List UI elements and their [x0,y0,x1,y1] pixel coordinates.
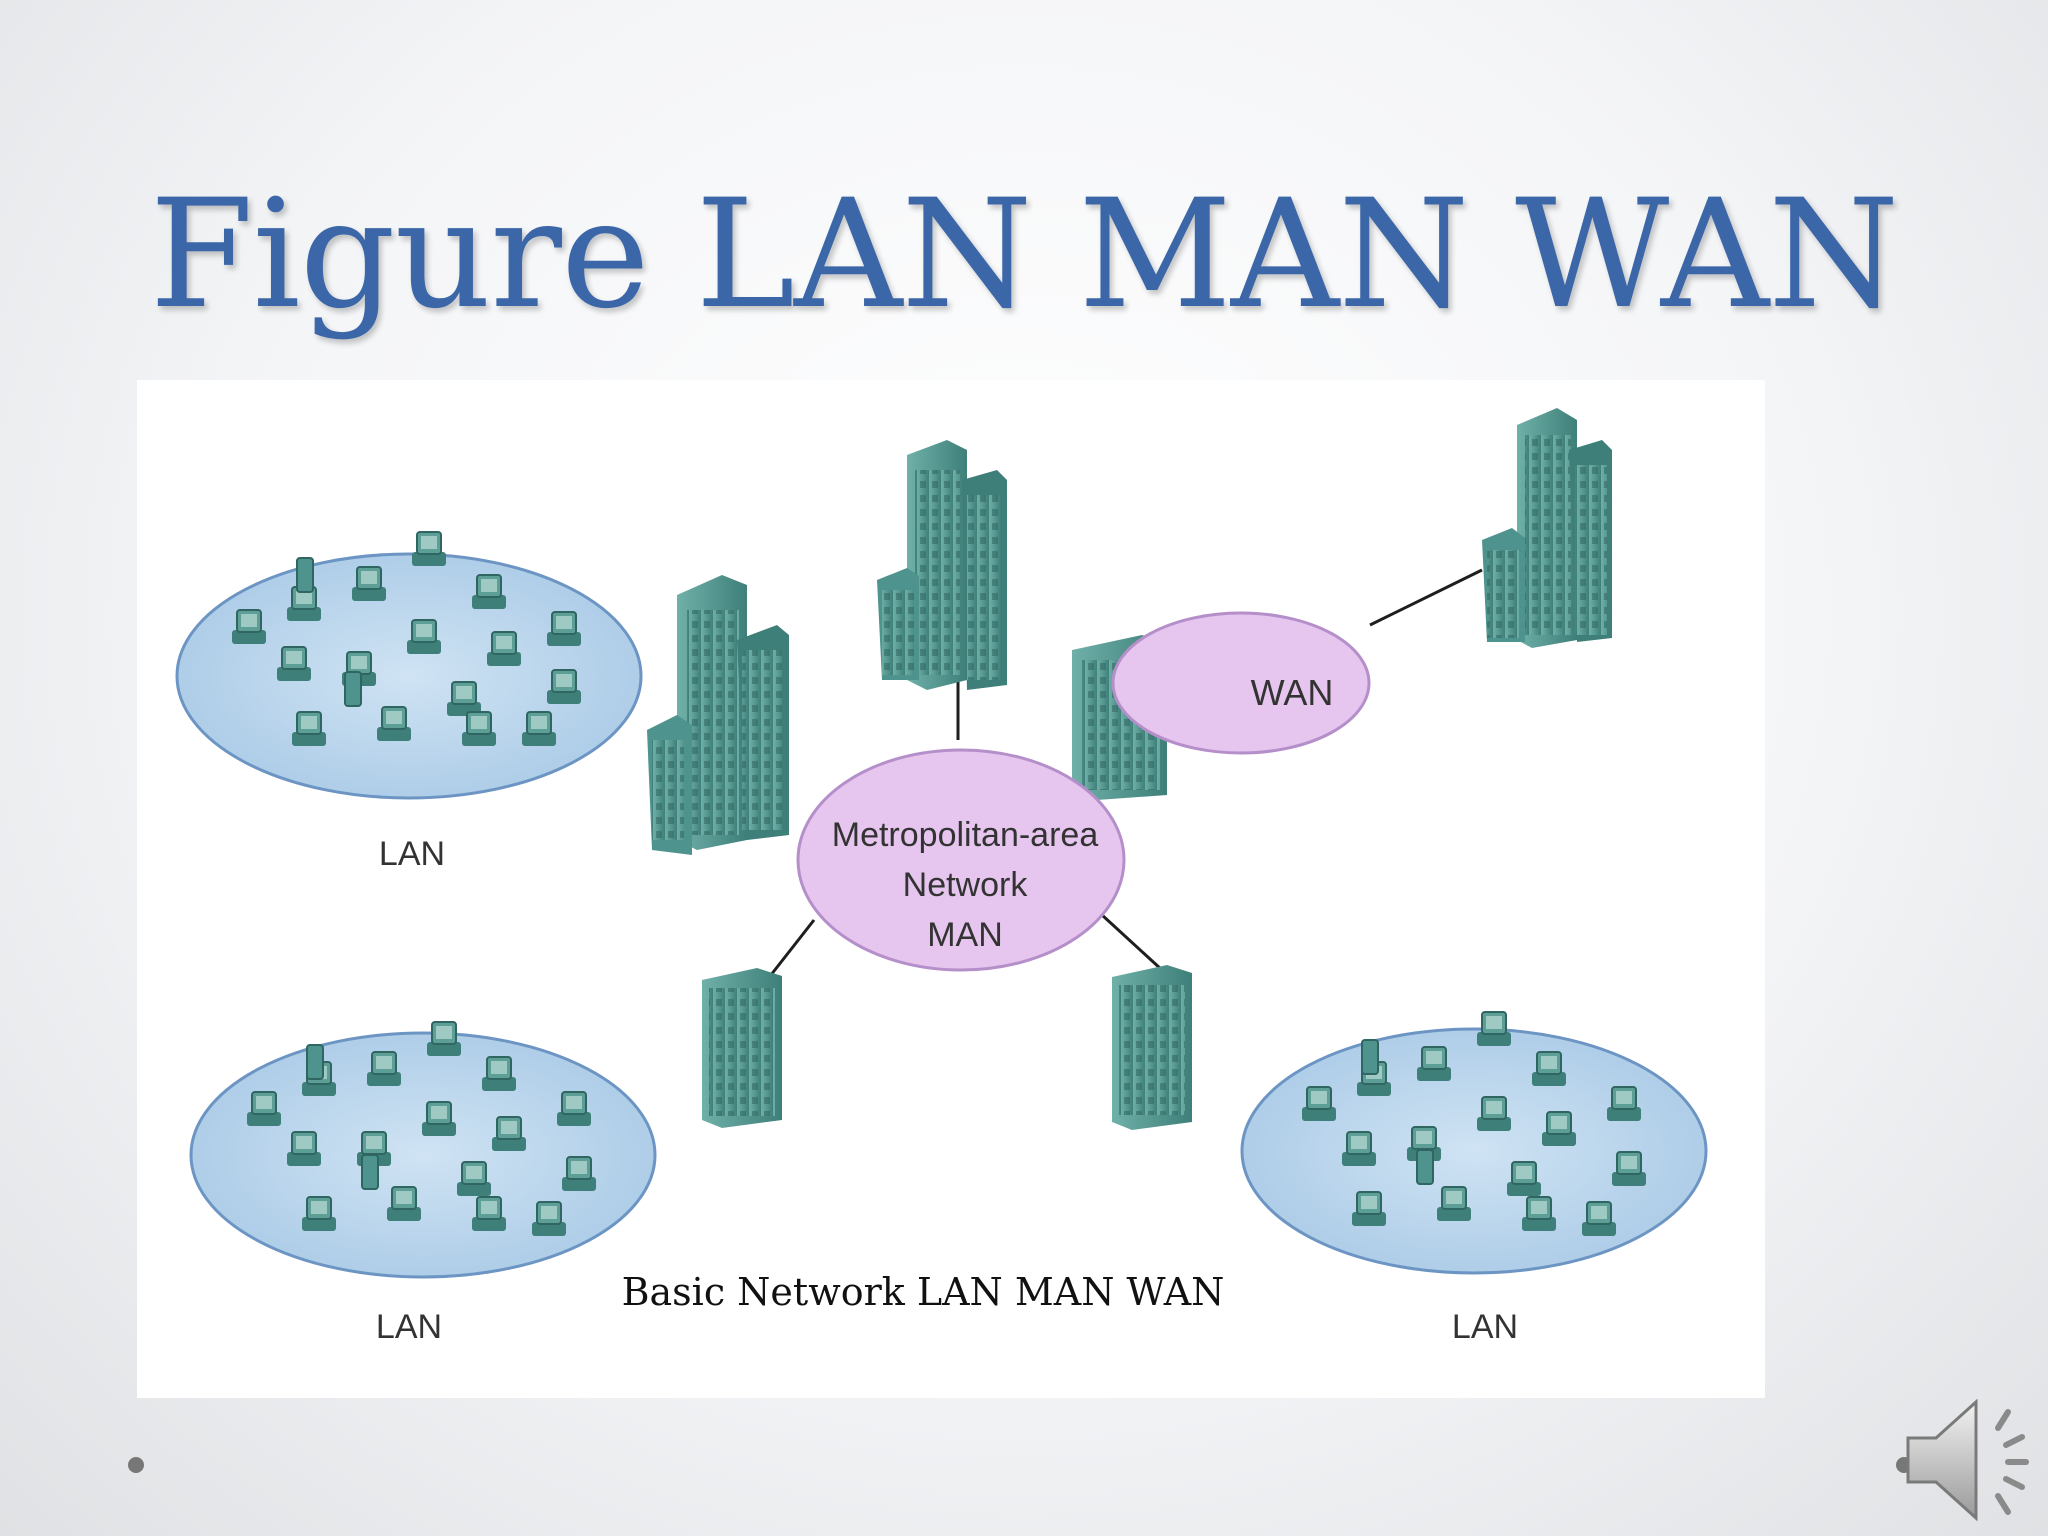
link-man-left-building [765,919,816,981]
building-icon [1112,965,1192,1130]
figure-caption: Basic Network LAN MAN WAN [621,1270,1225,1314]
man-label-line2: Network [902,866,1028,904]
link-man-right-building [1100,913,1164,972]
lan-label-top-left: LAN [378,835,446,873]
slide-bullet-left [128,1457,144,1473]
wan-cloud [1111,611,1371,755]
network-diagram: LAN LAN LAN WAN Metropolitan-area Networ… [137,380,1765,1398]
man-label-line3: MAN [927,916,1003,954]
building-icon [702,968,782,1128]
lan-top-left [175,531,643,800]
slide-title: Figure LAN MAN WAN [149,168,1900,342]
links [765,568,1483,981]
building-icon [647,575,789,855]
lan-label-bottom-left: LAN [375,1308,443,1346]
man-cloud [796,748,1126,972]
lan-bottom-left [189,1021,657,1279]
diagram-graphics [175,408,1708,1279]
wan-label: WAN [1250,672,1334,713]
man-label-line1: Metropolitan-area [831,816,1099,854]
lan-label-bottom-right: LAN [1451,1308,1519,1346]
man-label: Metropolitan-area Network MAN [815,810,1115,960]
lan-bottom-right [1240,1011,1708,1275]
building-icon [877,440,1007,690]
speaker-icon[interactable] [1898,1390,2048,1530]
link-wan-building [1369,568,1483,627]
building-icon [1482,408,1612,648]
